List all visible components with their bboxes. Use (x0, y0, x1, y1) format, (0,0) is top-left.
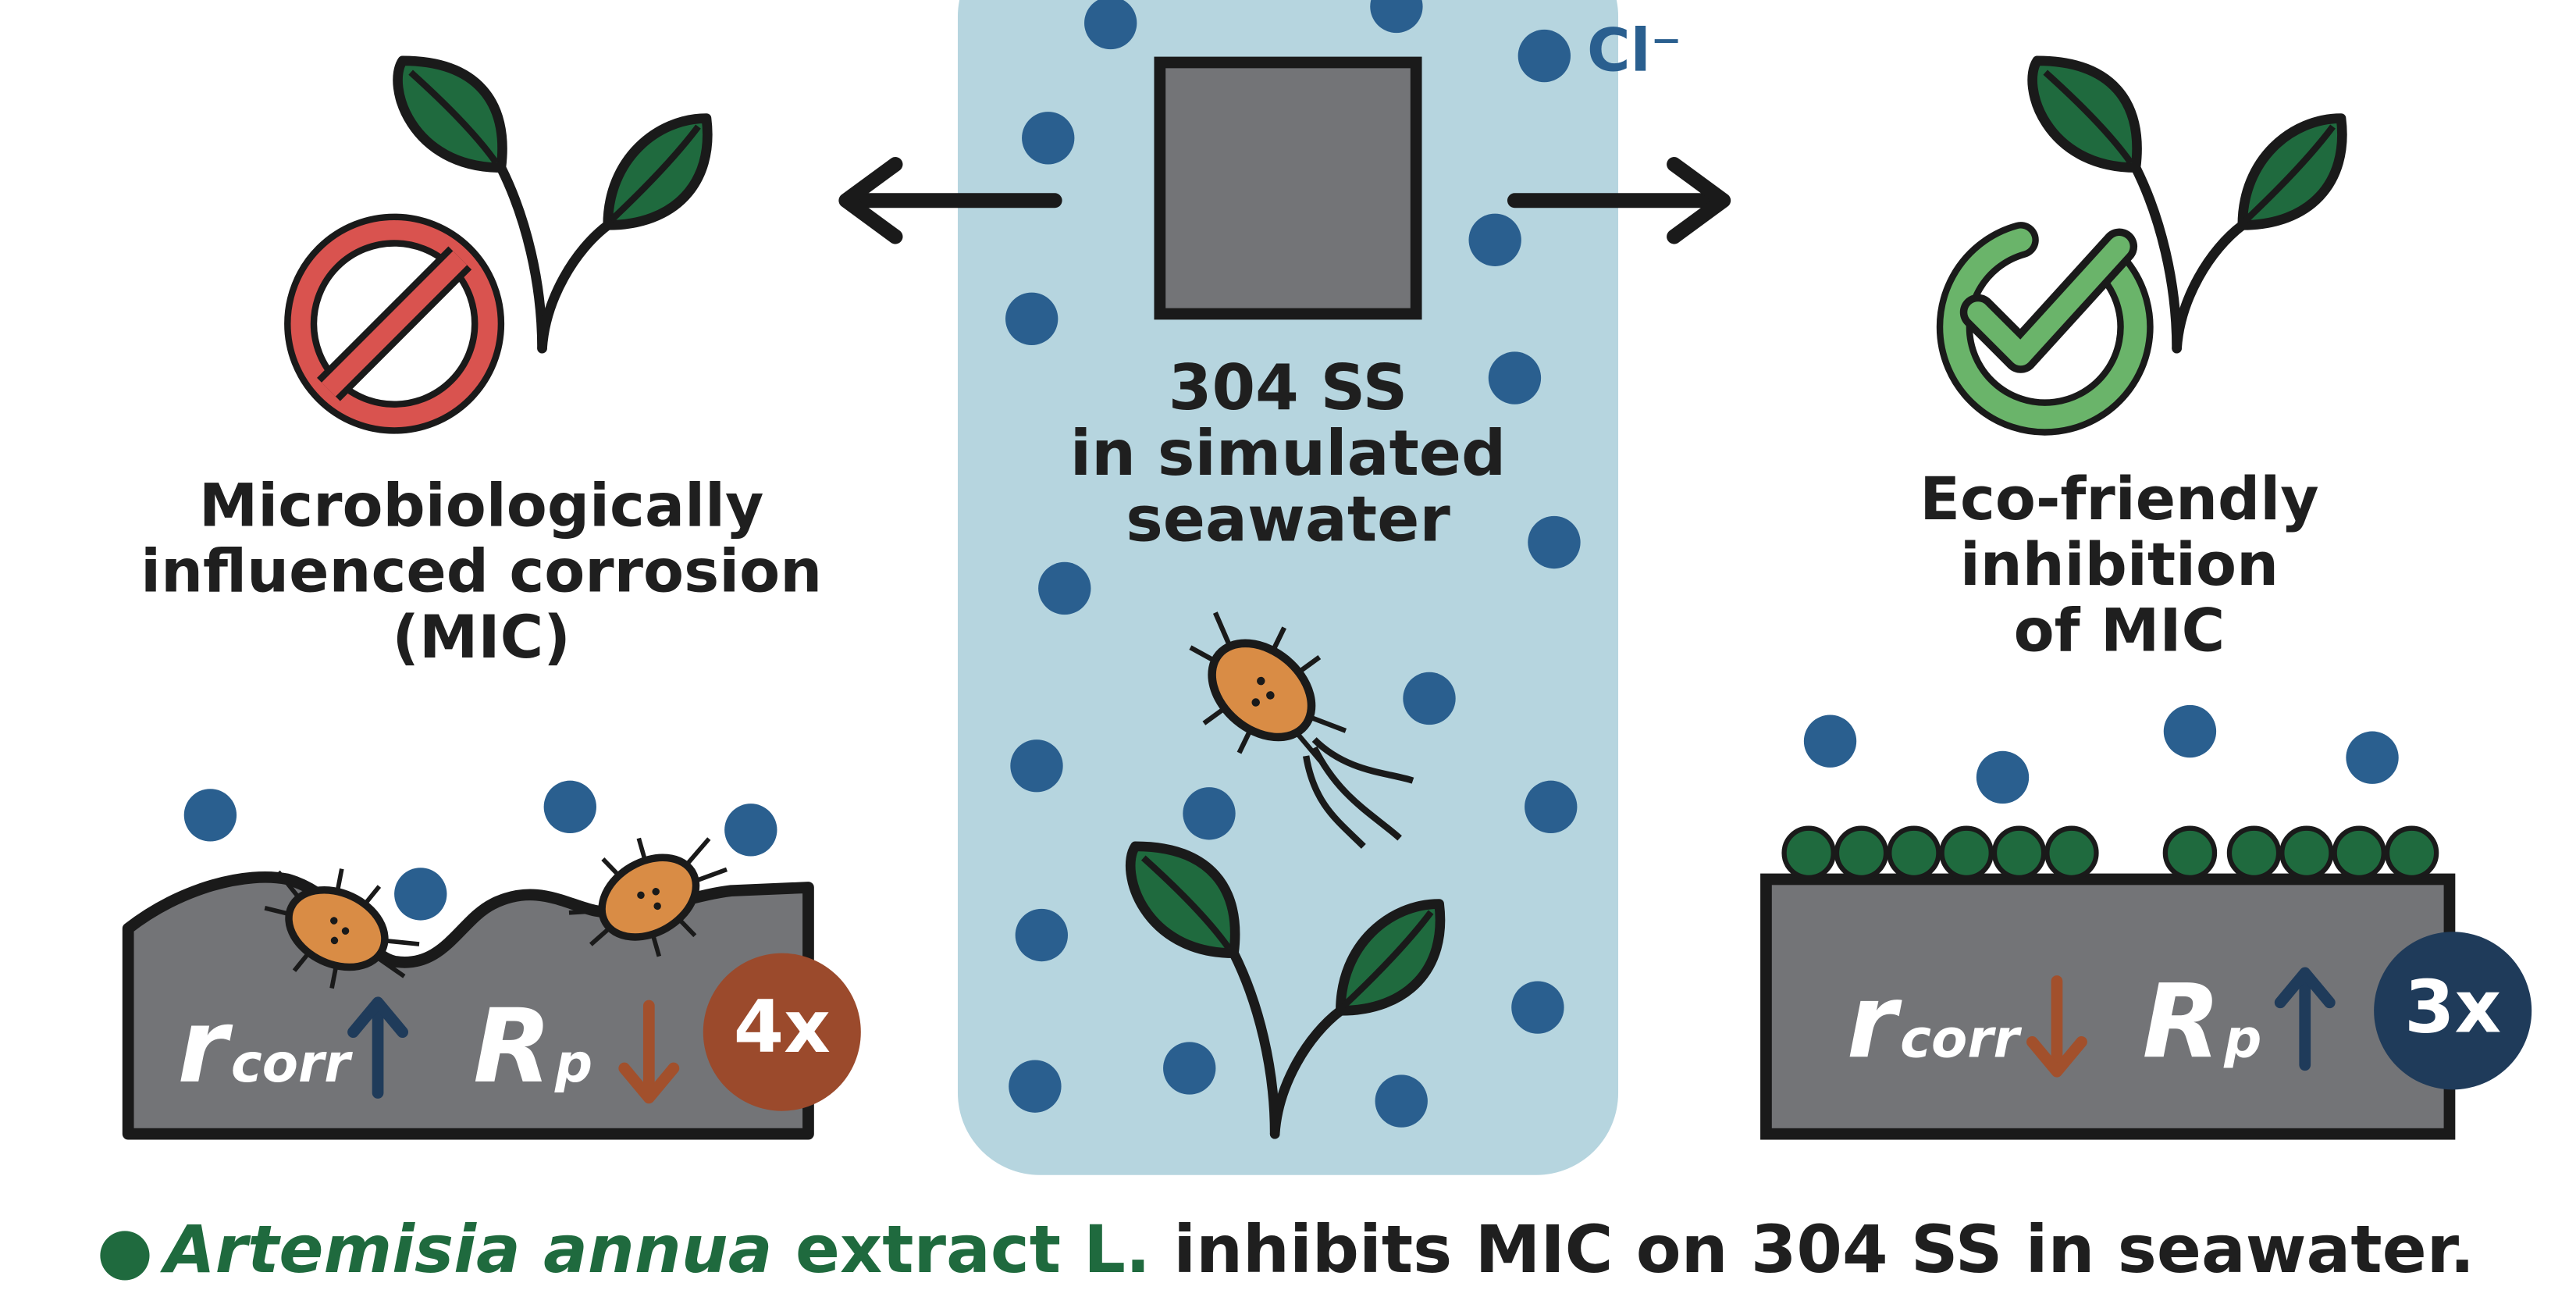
chloride-ions (1005, 0, 1581, 1128)
factor-badge-right (2374, 932, 2532, 1090)
right-factor: 3x (2404, 966, 2502, 1050)
steel-coupon (1154, 56, 1422, 320)
plant-icon (398, 61, 708, 348)
arrow-left-icon (838, 156, 1062, 244)
checkmark-icon (1936, 222, 2154, 436)
seawater-panel (958, 0, 1618, 1175)
caption-bullet (100, 1231, 150, 1281)
prohibit-icon (284, 213, 505, 434)
arrow-right-icon (1507, 156, 1731, 244)
left-title: Microbiologically influenced corrosion (… (141, 473, 823, 672)
chloride-label: Cl⁻ (1587, 18, 1682, 86)
caption-extract: extract L. (772, 1213, 1151, 1289)
chloride-ions (1803, 704, 2399, 804)
factor-badge-left (703, 953, 861, 1111)
caption-text: inhibits MIC on 304 SS in seawater. (1150, 1213, 2475, 1289)
arrow-up-icon (347, 996, 408, 1099)
caption-species: Artemisia annua (164, 1213, 773, 1289)
arrow-up-icon (2274, 967, 2336, 1071)
right-title: Eco-friendly inhibition of MIC (1920, 466, 2319, 666)
inhibitor-film (1781, 825, 2439, 881)
caption: Artemisia annua extract L. inhibits MIC … (164, 1213, 2475, 1288)
left-factor: 4x (733, 985, 831, 1071)
arrow-down-icon (618, 1000, 680, 1104)
center-title: 304 SS in simulated seawater (1069, 351, 1507, 556)
arrow-down-icon (2026, 975, 2087, 1078)
bacterium-icon (1156, 587, 1414, 849)
chloride-ions (183, 780, 777, 921)
